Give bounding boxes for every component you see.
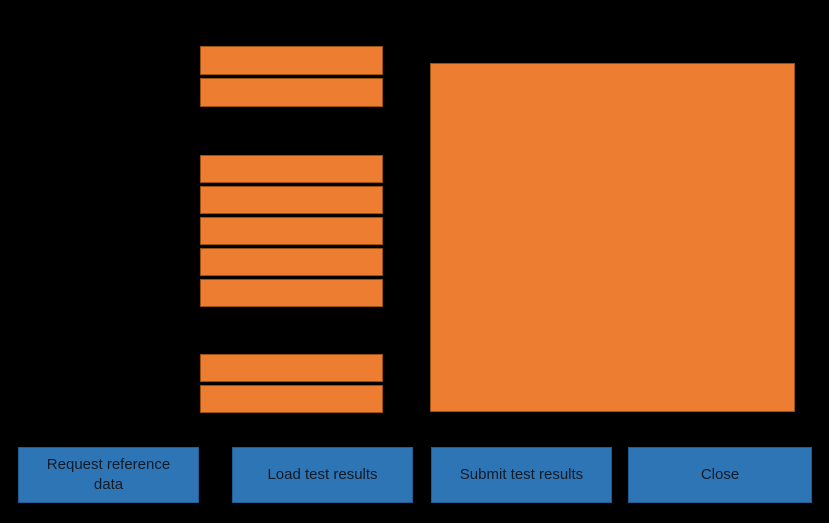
field-group-top	[200, 46, 383, 107]
input-field[interactable]	[200, 217, 383, 245]
request-reference-data-button[interactable]: Request reference data	[18, 447, 199, 503]
input-field[interactable]	[200, 155, 383, 183]
input-field[interactable]	[200, 385, 383, 413]
input-field[interactable]	[200, 46, 383, 75]
input-field[interactable]	[200, 78, 383, 107]
results-panel[interactable]	[430, 63, 795, 412]
submit-test-results-button[interactable]: Submit test results	[431, 447, 612, 503]
input-field[interactable]	[200, 354, 383, 382]
close-button[interactable]: Close	[628, 447, 812, 503]
input-field[interactable]	[200, 248, 383, 276]
input-field[interactable]	[200, 279, 383, 307]
field-group-bottom	[200, 354, 383, 413]
input-field[interactable]	[200, 186, 383, 214]
field-group-middle	[200, 155, 383, 307]
load-test-results-button[interactable]: Load test results	[232, 447, 413, 503]
